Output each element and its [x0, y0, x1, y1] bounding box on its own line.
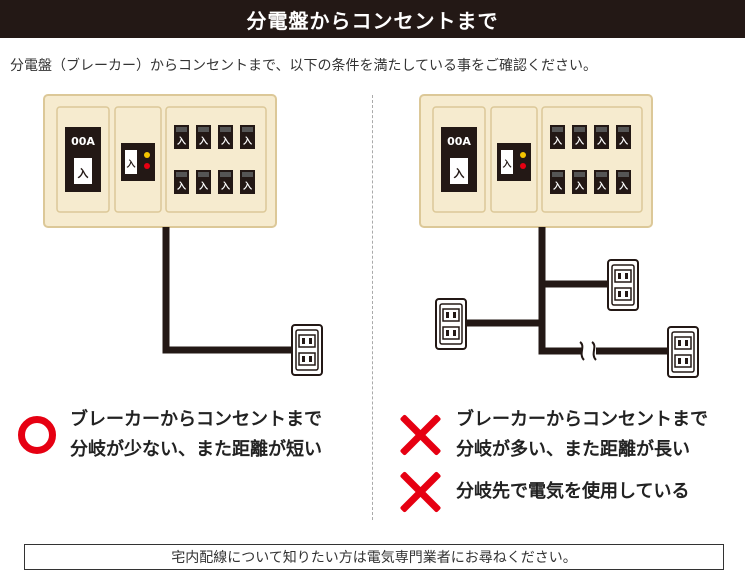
svg-text:入: 入 [176, 181, 186, 192]
svg-text:入: 入 [176, 136, 186, 147]
leakage-breaker-on-label: 入 [125, 159, 135, 170]
cross-ng-icon [398, 470, 442, 514]
footer-note: 宅内配線について知りたい方は電気専門業者にお尋ねください。 [24, 544, 724, 570]
svg-text:入: 入 [220, 181, 230, 192]
footer-text: 宅内配線について知りたい方は電気専門業者にお尋ねください。 [171, 550, 577, 566]
bad-line-2: 分岐が多い、また距離が長い [456, 439, 690, 460]
svg-text:入: 入 [220, 136, 230, 147]
bad-condition-1: ブレーカーからコンセントまで 分岐が多い、また距離が長い [398, 405, 708, 465]
page-header: 分電盤からコンセントまで [0, 0, 745, 38]
good-line-1: ブレーカーからコンセントまで [70, 409, 322, 430]
svg-text:入: 入 [618, 136, 628, 147]
outlet-left [291, 324, 323, 376]
svg-text:入: 入 [198, 136, 208, 147]
svg-text:入: 入 [454, 167, 465, 180]
svg-text:入: 入 [596, 181, 606, 192]
center-divider [372, 95, 373, 520]
svg-text:入: 入 [242, 136, 252, 147]
bad-line-1: ブレーカーからコンセントまで [456, 409, 708, 430]
intro-text: 分電盤（ブレーカー）からコンセントまで、以下の条件を満たしている事をご確認くださ… [10, 58, 598, 74]
svg-text:入: 入 [574, 181, 584, 192]
svg-text:入: 入 [596, 136, 606, 147]
outlet-right-upper [607, 259, 639, 311]
wiring-diagrams: 00A 入 入 入 入 入 入 入 入 入 入 [43, 94, 699, 378]
main-breaker: 00A 入 [441, 127, 477, 192]
cross-ng-icon [398, 413, 442, 457]
outlet-right-left [435, 298, 467, 350]
svg-text:入: 入 [242, 181, 252, 192]
svg-text:入: 入 [198, 181, 208, 192]
svg-text:入: 入 [618, 181, 628, 192]
wire-left [162, 227, 292, 354]
bad-condition-2: 分岐先で電気を使用している [398, 470, 689, 514]
branch-breakers: 入 入 入 入 入 入 入 入 [174, 125, 255, 194]
svg-text:入: 入 [574, 136, 584, 147]
distribution-board-right: 00A 入 入 入 入 入 入 入 入 入 入 [419, 94, 653, 228]
main-breaker-on-label: 入 [78, 167, 89, 180]
circle-ok-icon [18, 416, 56, 454]
distribution-board-left: 00A 入 入 入 入 入 入 入 入 入 入 [43, 94, 277, 228]
svg-text:入: 入 [552, 136, 562, 147]
branch-breakers: 入 入 入 入 入 入 入 入 [550, 125, 631, 194]
bad-line-3: 分岐先で電気を使用している [456, 481, 690, 502]
svg-text:入: 入 [552, 181, 562, 192]
leakage-breaker: 入 [121, 143, 155, 181]
good-line-2: 分岐が少ない、また距離が短い [70, 439, 322, 460]
good-condition: ブレーカーからコンセントまで 分岐が少ない、また距離が短い [18, 405, 322, 465]
main-breaker: 00A 入 [65, 127, 101, 192]
leakage-breaker: 入 [497, 143, 531, 181]
main-breaker-rating: 00A [71, 135, 95, 148]
header-title: 分電盤からコンセントまで [246, 8, 499, 33]
svg-text:入: 入 [501, 159, 511, 170]
svg-text:00A: 00A [447, 135, 471, 148]
wire-right [465, 227, 668, 361]
outlet-right-lower [667, 326, 699, 378]
